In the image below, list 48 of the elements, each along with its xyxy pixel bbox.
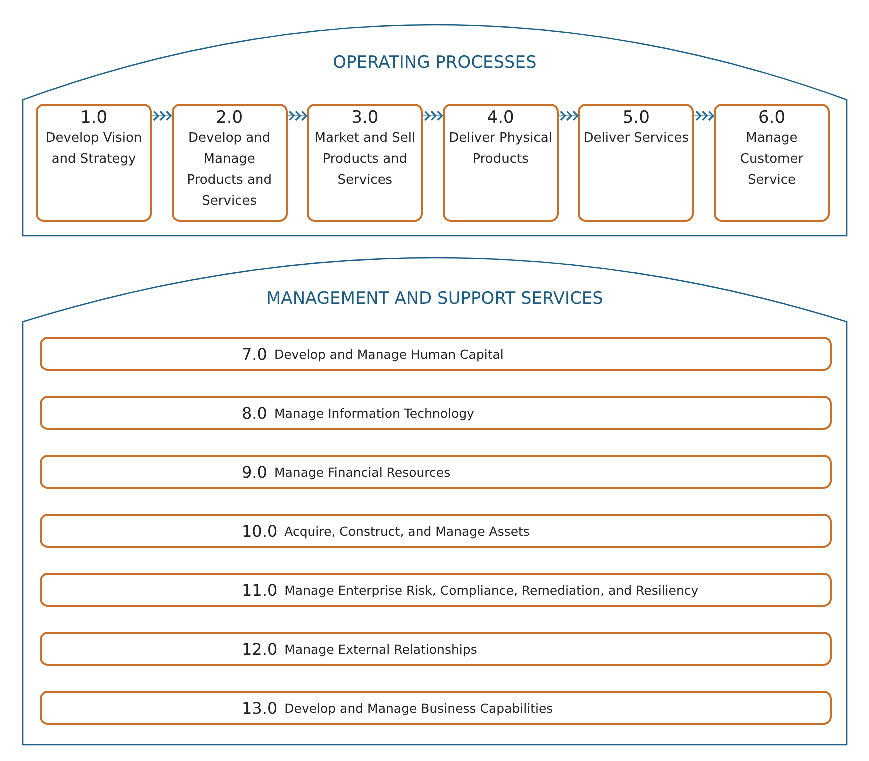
process-box	[36, 104, 152, 222]
chevron-arrow	[152, 111, 172, 121]
process-number: 13.0	[242, 698, 278, 718]
process-box	[578, 104, 694, 222]
process-box	[172, 104, 288, 222]
chevron-arrow	[422, 111, 444, 121]
process-box	[442, 104, 559, 222]
process-bar	[40, 337, 832, 371]
chevron-arrow	[287, 111, 308, 121]
process-name: Deliver Services	[582, 130, 690, 148]
panel-title: MANAGEMENT AND SUPPORT SERVICES	[266, 289, 604, 309]
process-bar	[40, 396, 832, 430]
process-number: 3.0	[352, 108, 379, 128]
process-name: Manage Customer Service	[739, 130, 805, 190]
process-number: 4.0	[487, 108, 514, 128]
process-number: 6.0	[758, 108, 786, 128]
process-number: 11.0	[242, 580, 278, 600]
process-name: Develop and Manage Human Capital	[274, 346, 504, 362]
process-box	[307, 104, 424, 222]
process-number: 9.0	[242, 462, 268, 482]
process-number: 12.0	[242, 640, 278, 658]
process-box	[714, 104, 830, 222]
process-bar	[40, 514, 832, 548]
process-name: Manage Information Technology	[274, 406, 474, 420]
process-bar	[40, 691, 832, 725]
process-name: Acquire, Construct, and Manage Assets	[284, 524, 530, 538]
process-number: 7.0	[242, 344, 268, 364]
process-name: Market and Sell Products and Services	[314, 130, 417, 190]
process-bar	[40, 632, 832, 666]
process-name: Manage External Relationships	[284, 642, 478, 656]
chevron-arrow	[558, 111, 579, 121]
process-number: 5.0	[622, 108, 650, 128]
process-number: 10.0	[242, 522, 278, 540]
process-number: 1.0	[80, 108, 108, 128]
process-number: 8.0	[242, 404, 268, 422]
process-name: Develop Vision and Strategy	[44, 130, 144, 169]
process-name: Deliver Physical Products	[448, 130, 554, 169]
panel-title: OPERATING PROCESSES	[333, 53, 537, 73]
process-number: 2.0	[216, 108, 244, 128]
process-name: Develop and Manage Products and Services	[186, 130, 273, 211]
panel-outline	[23, 25, 847, 236]
process-name: Develop and Manage Business Capabilities	[284, 700, 554, 716]
process-bar	[40, 573, 832, 607]
chevron-arrow	[694, 111, 715, 121]
process-name: Manage Enterprise Risk, Compliance, Remediation, and Resiliency	[284, 582, 699, 598]
process-name: Manage Financial Resources	[274, 464, 451, 480]
process-bar	[40, 455, 832, 489]
panel-outline	[23, 258, 847, 745]
